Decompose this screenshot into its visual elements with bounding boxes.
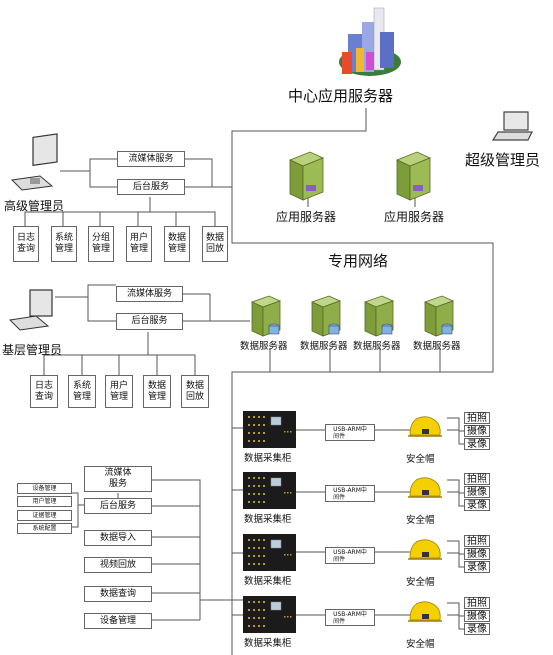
data-server-icon-1 <box>310 295 342 337</box>
client-left-item-0: 设备管理 <box>17 483 72 494</box>
super-admin-label: 超级管理员 <box>465 151 541 169</box>
base-module-2: 用户 管理 <box>105 375 133 408</box>
client-service-5: 设备管理 <box>84 613 152 629</box>
safety-helmet-icon-3 <box>408 601 442 622</box>
base-admin-label: 基层管理员 <box>2 343 63 357</box>
collection-cabinet-icon-1 <box>243 472 296 509</box>
senior-streaming-service: 流媒体服务 <box>117 151 185 167</box>
helmet-label-2: 安全帽 <box>406 577 435 588</box>
senior-module-3: 用户 管理 <box>126 226 152 262</box>
helmet-label-1: 安全帽 <box>406 515 435 526</box>
base-backend-service: 后台服务 <box>116 313 183 330</box>
action-1-0: 拍照 <box>464 473 490 485</box>
usb-arm-middleware-1: USB-ARM中 间件 <box>325 485 375 502</box>
action-1-1: 摄像 <box>464 486 490 498</box>
network-label: 专用网络 <box>328 252 389 270</box>
senior-module-2: 分组 管理 <box>88 226 114 262</box>
base-module-4: 数据 回放 <box>181 375 209 408</box>
action-2-2: 录像 <box>464 561 490 573</box>
center-server-label: 中心应用服务器 <box>288 87 394 105</box>
app-server-label-2: 应用服务器 <box>384 210 445 224</box>
client-service-3: 视频回放 <box>84 557 152 573</box>
client-service-2: 数据导入 <box>84 530 152 546</box>
action-2-0: 拍照 <box>464 535 490 547</box>
collection-cabinet-icon-2 <box>243 534 296 571</box>
action-0-0: 拍照 <box>464 412 490 424</box>
base-module-3: 数据 管理 <box>143 375 171 408</box>
helmet-label-0: 安全帽 <box>406 454 435 465</box>
action-1-2: 录像 <box>464 499 490 511</box>
senior-module-1: 系统 管理 <box>51 226 77 262</box>
senior-admin-label: 高级管理员 <box>4 199 65 213</box>
cabinet-label-2: 数据采集柜 <box>244 576 292 587</box>
action-2-1: 摄像 <box>464 548 490 560</box>
action-3-0: 拍照 <box>464 597 490 609</box>
usb-arm-middleware-0: USB-ARM中 间件 <box>325 424 375 441</box>
action-0-2: 录像 <box>464 438 490 450</box>
safety-helmet-icon-2 <box>408 539 442 560</box>
app-server-icon-1 <box>288 151 325 201</box>
data-server-icon-3 <box>423 295 455 337</box>
safety-helmet-icon-1 <box>408 477 442 498</box>
safety-helmet-icon-0 <box>408 416 442 437</box>
usb-arm-middleware-3: USB-ARM中 间件 <box>325 609 375 626</box>
base-module-1: 系统 管理 <box>68 375 96 408</box>
cabinet-label-1: 数据采集柜 <box>244 514 292 525</box>
client-service-4: 数据查询 <box>84 586 152 602</box>
action-3-1: 摄像 <box>464 610 490 622</box>
app-server-label-1: 应用服务器 <box>276 210 337 224</box>
helmet-label-3: 安全帽 <box>406 639 435 650</box>
usb-arm-middleware-2: USB-ARM中 间件 <box>325 547 375 564</box>
action-3-2: 录像 <box>464 623 490 635</box>
app-server-icon-2 <box>395 151 432 201</box>
data-server-icon-2 <box>363 295 395 337</box>
data-server-label-3: 数据服务器 <box>413 341 461 352</box>
collection-cabinet-icon-0 <box>243 411 296 448</box>
client-service-1: 后台服务 <box>84 498 152 514</box>
senior-module-4: 数据 管理 <box>164 226 190 262</box>
client-service-0: 流媒体 服务 <box>84 466 152 492</box>
base-streaming-service: 流媒体服务 <box>116 286 183 302</box>
collection-cabinet-icon-3 <box>243 596 296 633</box>
cabinet-label-0: 数据采集柜 <box>244 453 292 464</box>
data-server-label-0: 数据服务器 <box>240 341 288 352</box>
client-left-item-1: 用户管理 <box>17 496 72 507</box>
base-module-0: 日志 查询 <box>30 375 58 408</box>
client-left-item-2: 证据管理 <box>17 510 72 521</box>
data-server-label-2: 数据服务器 <box>353 341 401 352</box>
data-server-label-1: 数据服务器 <box>300 341 348 352</box>
senior-module-5: 数据 回放 <box>202 226 228 262</box>
data-server-icon-0 <box>250 295 282 337</box>
client-left-item-3: 系统配置 <box>17 523 72 534</box>
action-0-1: 摄像 <box>464 425 490 437</box>
senior-module-0: 日志 查询 <box>13 226 39 262</box>
senior-backend-service: 后台服务 <box>117 179 185 195</box>
cabinet-label-3: 数据采集柜 <box>244 638 292 649</box>
